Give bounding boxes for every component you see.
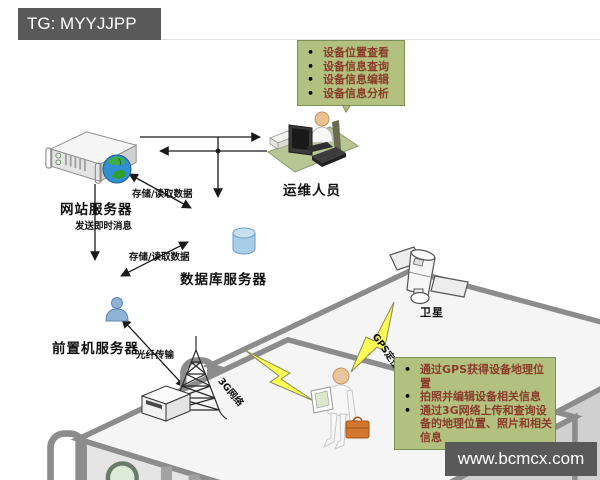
label-fiber: 光纤传输 xyxy=(136,350,175,361)
callout-field-functions: 通过GPS获得设备地理位置 拍照并编辑设备相关信息 通过3G网络上传和查询设备的… xyxy=(394,357,556,450)
callout-item: 设备信息查询 xyxy=(298,60,401,74)
base-station-box-icon xyxy=(140,385,192,422)
handheld-device-icon xyxy=(310,386,334,414)
satellite-icon xyxy=(389,246,469,305)
label-satellite: 卫星 xyxy=(420,306,444,319)
junction-dot xyxy=(215,148,221,154)
bolt-gps-icon xyxy=(350,301,395,373)
database-server-icon xyxy=(182,227,600,480)
divider-line xyxy=(106,39,600,40)
database-icon xyxy=(232,227,256,255)
watermark-bottom: www.bcmcx.com xyxy=(445,442,597,476)
watermark-top: TG: MYYJJPP xyxy=(18,8,161,40)
callout-item: 通过3G网络上传和查询设备的地理位置、照片和相关信息 xyxy=(395,404,552,445)
callout-item: 设备信息编辑 xyxy=(298,73,401,87)
callout-item: 设备位置查看 xyxy=(298,46,401,60)
connector-lines xyxy=(90,132,398,404)
callout-item: 拍照并编辑设备相关信息 xyxy=(395,390,552,404)
label-send-im: 发送即时消息 xyxy=(75,221,133,232)
label-db-server: 数据库服务器 xyxy=(180,272,267,288)
label-front-server: 前置机服务器 xyxy=(52,341,139,357)
callout-operator-functions: 设备位置查看 设备信息查询 设备信息编辑 设备信息分析 xyxy=(297,40,405,106)
arrow-front-db xyxy=(120,241,189,277)
callout-item: 通过GPS获得设备地理位置 xyxy=(395,363,552,390)
label-store-read-top: 存储/读取数据 xyxy=(132,189,193,200)
briefcase-icon xyxy=(345,416,370,439)
person-icon xyxy=(105,297,129,322)
web-server-icon xyxy=(45,130,138,185)
label-operator: 运维人员 xyxy=(283,183,341,199)
operator-desk-icon xyxy=(266,111,360,173)
field-worker-icon xyxy=(310,367,370,450)
front-server-icon xyxy=(49,297,576,480)
label-web-server: 网站服务器 xyxy=(60,202,133,218)
label-store-read-bottom: 存储/读取数据 xyxy=(129,252,190,263)
arrow-web-db xyxy=(128,173,192,209)
arrow-fiber xyxy=(121,318,186,388)
callout-item: 设备信息分析 xyxy=(298,87,401,101)
globe-icon xyxy=(102,154,132,184)
